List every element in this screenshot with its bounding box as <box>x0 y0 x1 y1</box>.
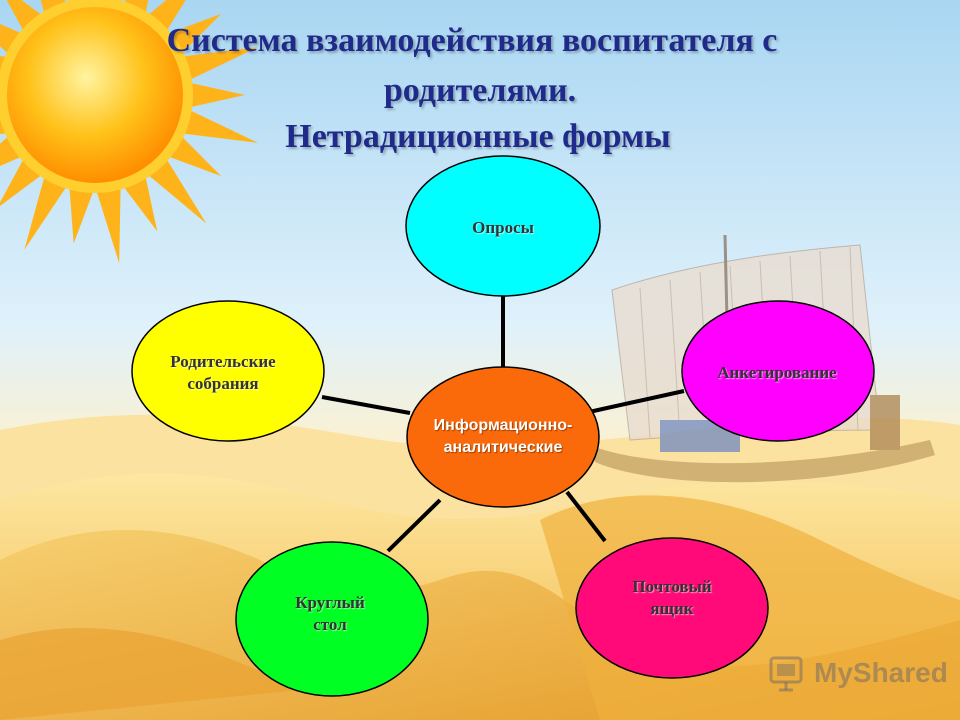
connector-roditelskie-sobraniya <box>321 395 411 415</box>
node-anketirovanie <box>681 300 875 442</box>
sun-ray <box>122 175 158 232</box>
sun-ray <box>167 135 222 177</box>
node-label-oprosy: Опросы <box>472 218 534 237</box>
node-label-anketirovanie: Анкетирование <box>717 363 837 382</box>
node-kruglyy-stol <box>235 541 429 697</box>
center-node-label: Информационно-аналитические <box>433 417 573 456</box>
watermark: MyShared <box>768 650 948 696</box>
node-oprosy <box>405 155 601 297</box>
sun-ray <box>189 82 245 108</box>
sun-ray <box>181 109 259 143</box>
sun-ray <box>6 0 43 32</box>
sun-ray <box>24 175 68 250</box>
sun-illustration <box>0 0 259 264</box>
sun-ray <box>147 158 207 224</box>
connector-anketirovanie <box>588 389 685 414</box>
title-line-2: родителями. <box>383 72 577 109</box>
sun-ray <box>0 23 23 55</box>
presentation-icon <box>769 656 803 692</box>
connector-kruglyy-stol <box>386 498 442 553</box>
node-pochtovyy-yashchik <box>575 537 769 679</box>
sun-ray <box>0 158 43 206</box>
sun-ray <box>96 186 121 264</box>
watermark-text: MyShared <box>814 657 948 688</box>
sun-ray <box>167 13 222 55</box>
connector-pochtovyy-yashchik <box>565 490 607 543</box>
sun-ray <box>69 186 94 244</box>
sun-ray <box>0 135 23 167</box>
title-line-3: Нетрадиционные формы <box>285 118 671 155</box>
node-roditelskie-sobraniya <box>131 300 325 442</box>
title-line-1: Система взаимодействия воспитателя с <box>166 22 778 59</box>
sun-ray <box>181 47 259 81</box>
center-node <box>406 366 600 508</box>
